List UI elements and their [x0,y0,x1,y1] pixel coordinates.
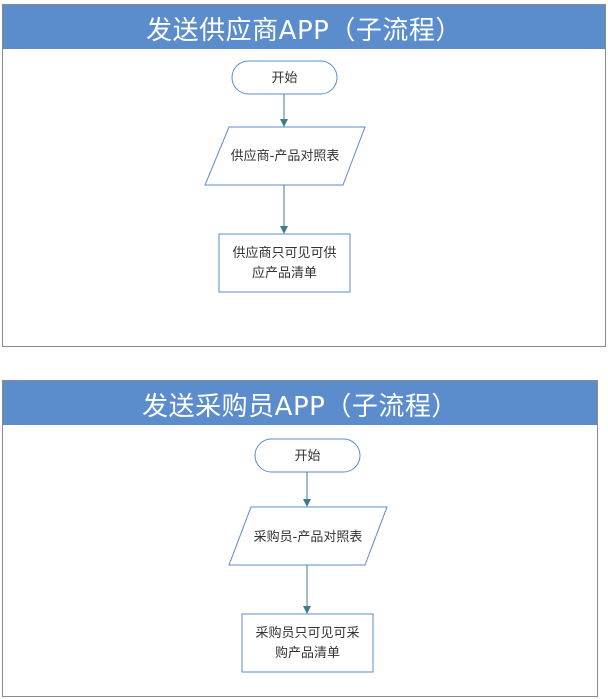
subprocess-panel-supplier: 发送供应商APP（子流程） 开始 供应商-产品对照表 供应商只可见可供 应产品清… [2,4,606,347]
input-data-node [204,126,366,186]
result-process-node [218,233,351,293]
result-label-line-2: 应产品清单 [252,265,317,281]
result-label-line-2: 购产品清单 [275,645,340,661]
result-label-line-1: 采购员只可见可采 [255,625,359,641]
panel-title-bar: 发送采购员APP（子流程） [3,381,597,425]
panel-title: 发送采购员APP（子流程） [142,391,458,422]
flowchart: 开始 供应商-产品对照表 供应商只可见可供 应产品清单 [204,60,366,293]
subprocess-panel-buyer: 发送采购员APP（子流程） 开始 采购员-产品对照表 采购员只可见可采 购产品清… [2,380,598,697]
result-process-node [241,613,374,673]
flowchart: 开始 采购员-产品对照表 采购员只可见可采 购产品清单 [228,438,388,673]
start-label: 开始 [294,449,320,464]
result-label-line-1: 供应商只可见可供 [232,245,336,261]
input-data-label: 采购员-产品对照表 [254,529,363,545]
start-label: 开始 [271,71,297,86]
input-data-label: 供应商-产品对照表 [231,148,340,164]
panel-title: 发送供应商APP（子流程） [146,15,462,46]
panel-title-bar: 发送供应商APP（子流程） [3,5,605,49]
input-data-node [228,506,388,566]
